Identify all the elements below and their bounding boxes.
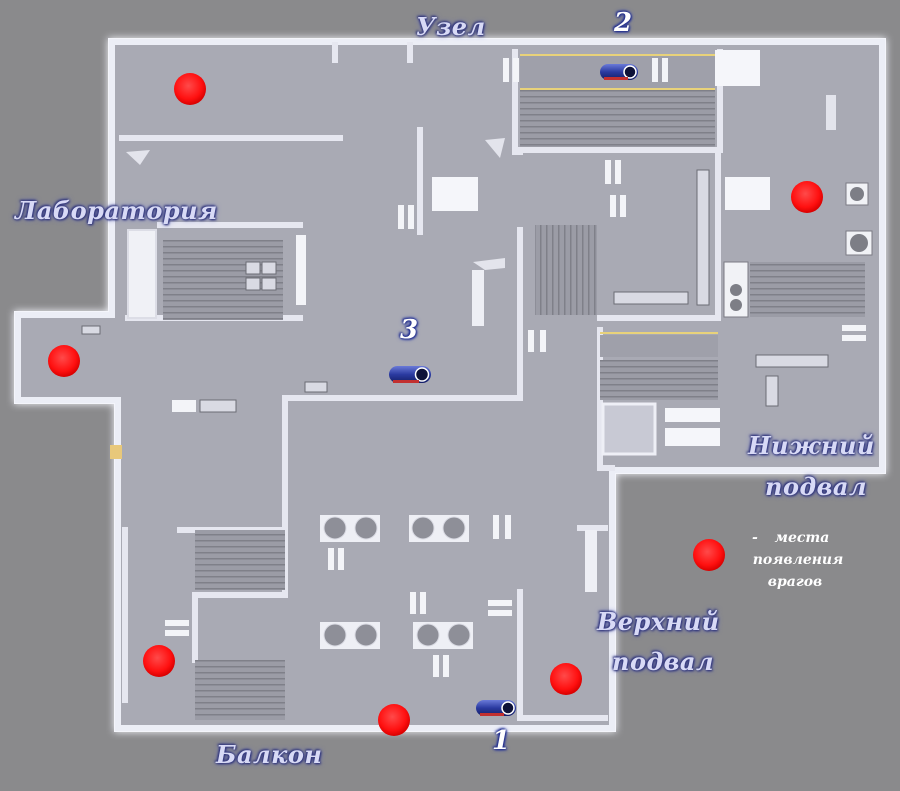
enemy-spawn-marker: [378, 704, 410, 736]
staircases: [163, 54, 865, 720]
region-label-nizhniy-line1: Нижний: [748, 431, 875, 460]
spawn-number-3: 3: [400, 315, 419, 345]
legend-dash: -: [752, 530, 758, 546]
legend-enemy-spawn-icon: [693, 539, 725, 571]
region-label-balkon: Балкон: [216, 740, 323, 769]
legend-text-line3: врагов: [767, 574, 823, 590]
enemy-spawn-marker: [791, 181, 823, 213]
legend-text-line1: места: [774, 530, 830, 546]
region-label-laboratoriya: Лаборатория: [15, 196, 218, 225]
enemy-spawn-points: [48, 73, 823, 736]
capsule-pod-icon: [600, 64, 638, 80]
enemy-spawn-marker: [48, 345, 80, 377]
enemy-spawn-marker: [143, 645, 175, 677]
region-label-verkhniy-line2: подвал: [612, 647, 715, 676]
region-label-nizhniy-line2: подвал: [765, 472, 868, 501]
furniture: [81, 50, 873, 677]
enemy-spawn-marker: [550, 663, 582, 695]
region-label-uzel: Узел: [416, 12, 486, 41]
capsule-pod-icon: [476, 700, 516, 716]
player-spawn-capsules: [389, 64, 638, 716]
capsule-pod-icon: [389, 366, 431, 383]
legend-text-line2: появления: [752, 552, 844, 568]
enemy-spawn-marker: [174, 73, 206, 105]
spawn-number-1: 1: [492, 726, 511, 756]
spawn-number-2: 2: [614, 8, 633, 38]
region-label-verkhniy-line1: Верхний: [597, 607, 720, 636]
